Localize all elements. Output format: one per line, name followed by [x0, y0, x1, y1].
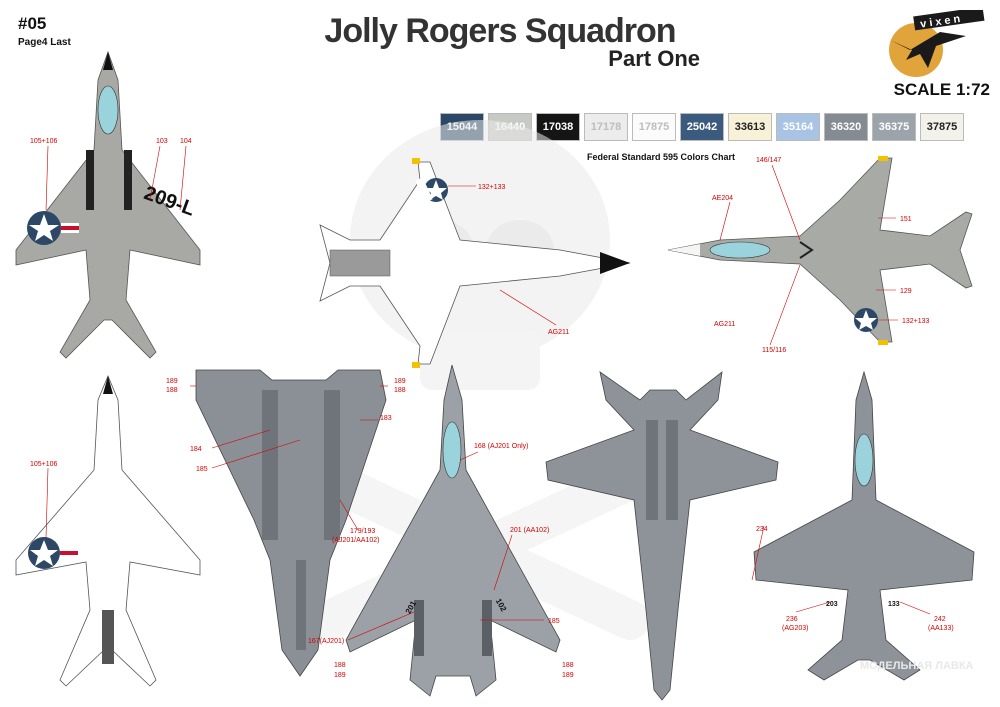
- callout-label: 132+133: [902, 318, 930, 325]
- callout-label: 115/116: [762, 347, 786, 354]
- callout-label: 179/193: [350, 528, 375, 535]
- sheet-page-note: Page4 Last: [18, 37, 71, 48]
- color-swatch: 36375: [872, 113, 916, 141]
- callout-label: 129: [900, 288, 912, 295]
- f18-bottom-view: [545, 371, 779, 701]
- color-swatch: 33613: [728, 113, 772, 141]
- callout-label: 242: [934, 616, 946, 623]
- color-swatch: 35164: [776, 113, 820, 141]
- f18-top-view: 203 133 234 236 (AG203) 242 (AA133): [751, 370, 975, 681]
- callout-label: 104: [180, 138, 192, 145]
- callout-label: 151: [900, 216, 912, 223]
- callout-label: (AG203): [782, 625, 808, 632]
- brand-name: vixen: [920, 13, 964, 31]
- callout-label: 184: [190, 446, 202, 453]
- callout-label: 201 (AA102): [510, 527, 549, 534]
- callout-label: 105+106: [30, 138, 58, 145]
- callout-label: AE204: [712, 195, 733, 202]
- watermark: МОДЕЛЬНАЯ ЛАВКА: [860, 660, 974, 672]
- f18-wing-number-left: 203: [826, 601, 838, 608]
- callout-label: 168 (AJ201 Only): [474, 443, 528, 450]
- callout-label: 189: [166, 378, 178, 385]
- sheet-number: #05: [18, 14, 47, 33]
- callout-label: AG211: [548, 329, 569, 336]
- color-swatch: 17875: [632, 113, 676, 141]
- color-chart-caption: Federal Standard 595 Colors Chart: [586, 152, 735, 162]
- f14-top-view: 201 102 168 (AJ201 Only) 201 (AA102) 185…: [308, 364, 574, 697]
- callout-label: (AJ201/AA102): [332, 537, 379, 544]
- f7u-top-view: 209-L 105+106 103 104: [15, 50, 201, 359]
- callout-label: (AA133): [928, 625, 954, 632]
- callout-label: 146/147: [756, 157, 781, 164]
- callout-label: 185: [548, 618, 560, 625]
- callout-label: 189: [334, 672, 346, 679]
- f4-top-view: 146/147 AE204 151 129 132+133 AG211 115/…: [667, 156, 973, 354]
- callout-label: 234: [756, 526, 768, 533]
- page-subtitle: Part One: [608, 46, 700, 71]
- callout-label: 188: [334, 662, 346, 669]
- callout-label: 188: [394, 387, 406, 394]
- scale-label: SCALE 1:72: [893, 80, 990, 99]
- callout-label: 183: [380, 415, 392, 422]
- color-swatch: 17178: [584, 113, 628, 141]
- callout-label: 189: [562, 672, 574, 679]
- callout-label: 185: [196, 466, 208, 473]
- f7u-bottom-view: 105+106: [15, 374, 201, 687]
- callout-label: 188: [562, 662, 574, 669]
- color-swatch: 36320: [824, 113, 868, 141]
- f18-wing-number-right: 133: [888, 601, 900, 608]
- callout-label: 105+106: [30, 461, 58, 468]
- callout-label: 132+133: [478, 184, 506, 191]
- callout-label: 189: [394, 378, 406, 385]
- page-title: Jolly Rogers Squadron: [324, 12, 676, 50]
- vixen-logo: vixen: [889, 10, 985, 77]
- callout-label: 236: [786, 616, 798, 623]
- callout-label: AG211: [714, 321, 735, 328]
- callout-label: 103: [156, 138, 168, 145]
- callout-label: 167(AJ201): [308, 638, 344, 645]
- callout-label: 188: [166, 387, 178, 394]
- f14-bottom-view: 189 188 189 188 183 184 185 179/193 (AJ2…: [166, 369, 406, 677]
- f4-bottom-view: 132+133 AG211: [319, 158, 631, 368]
- color-swatch: 25042: [680, 113, 724, 141]
- color-swatch: 37875: [920, 113, 964, 141]
